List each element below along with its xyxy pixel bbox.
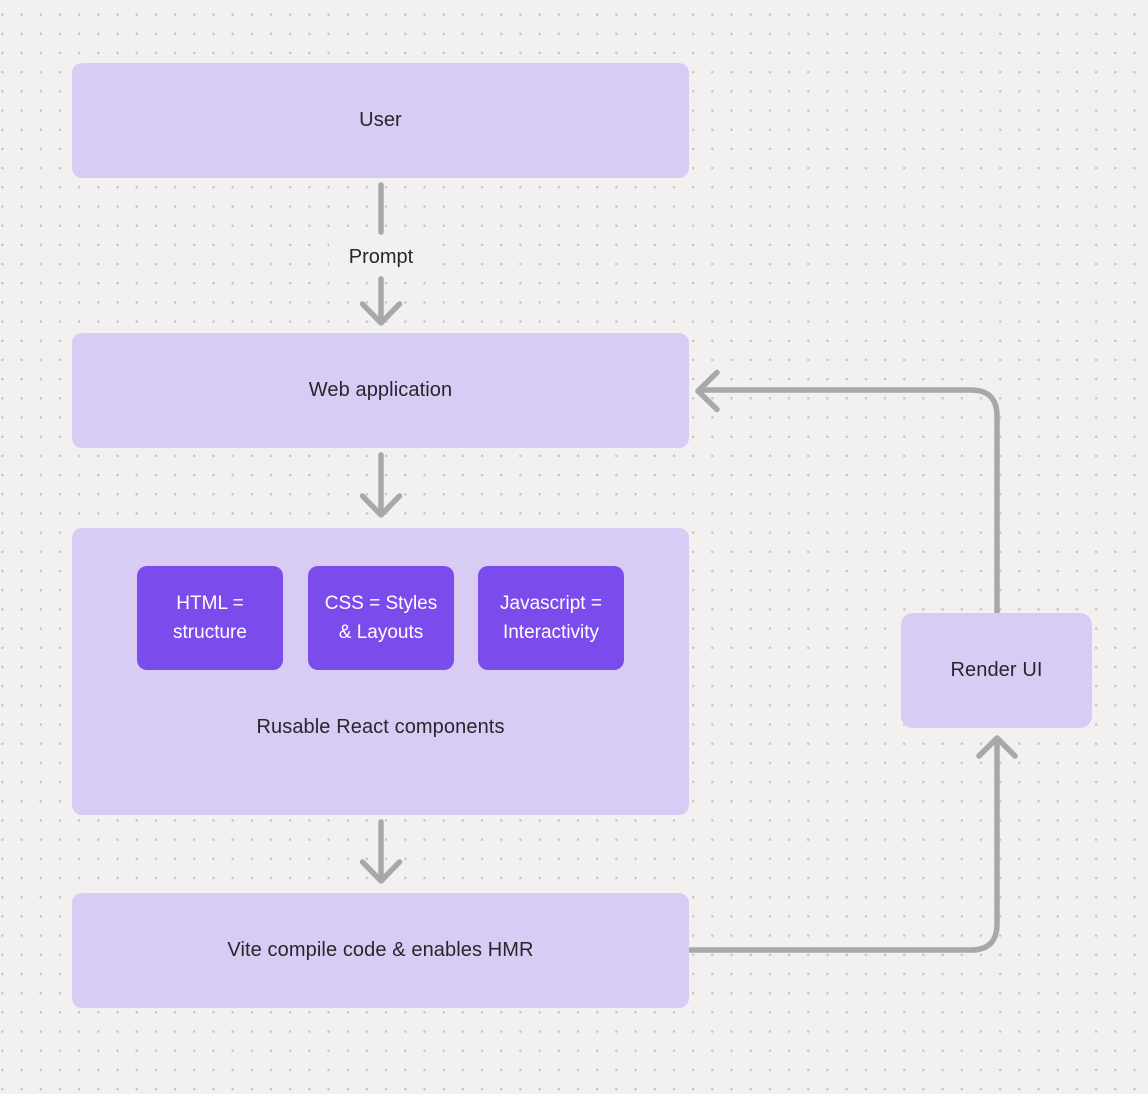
chip-css-styles: CSS = Styles & Layouts	[308, 566, 454, 670]
edge-label-prompt: Prompt	[329, 242, 433, 272]
chip-javascript-interactivity-label: Javascript = Interactivity	[500, 593, 602, 643]
chip-html-structure-label: HTML = structure	[173, 593, 247, 643]
chip-javascript-interactivity: Javascript = Interactivity	[478, 566, 624, 670]
arrowhead-down-icon	[359, 859, 403, 884]
chip-html-structure: HTML = structure	[137, 566, 283, 670]
arrowhead-down-icon	[359, 493, 403, 518]
arrowhead-up-icon	[976, 735, 1018, 759]
arrowhead-down-icon	[359, 301, 403, 326]
react-components-group-label: Rusable React components	[256, 716, 505, 738]
chip-css-styles-label: CSS = Styles & Layouts	[324, 593, 438, 643]
node-vite-compile: Vite compile code & enables HMR	[72, 893, 689, 1008]
node-user-label: User	[359, 109, 402, 131]
node-vite-compile-label: Vite compile code & enables HMR	[227, 939, 534, 961]
arrowhead-left-icon	[695, 369, 720, 413]
node-render-ui-label: Render UI	[950, 659, 1043, 681]
edge-vite-render-line	[687, 737, 1000, 953]
node-web-application: Web application	[72, 333, 689, 448]
node-render-ui: Render UI	[901, 613, 1092, 728]
edge-render-webapp-line	[697, 387, 1000, 616]
node-user: User	[72, 63, 689, 178]
node-web-application-label: Web application	[308, 379, 453, 401]
